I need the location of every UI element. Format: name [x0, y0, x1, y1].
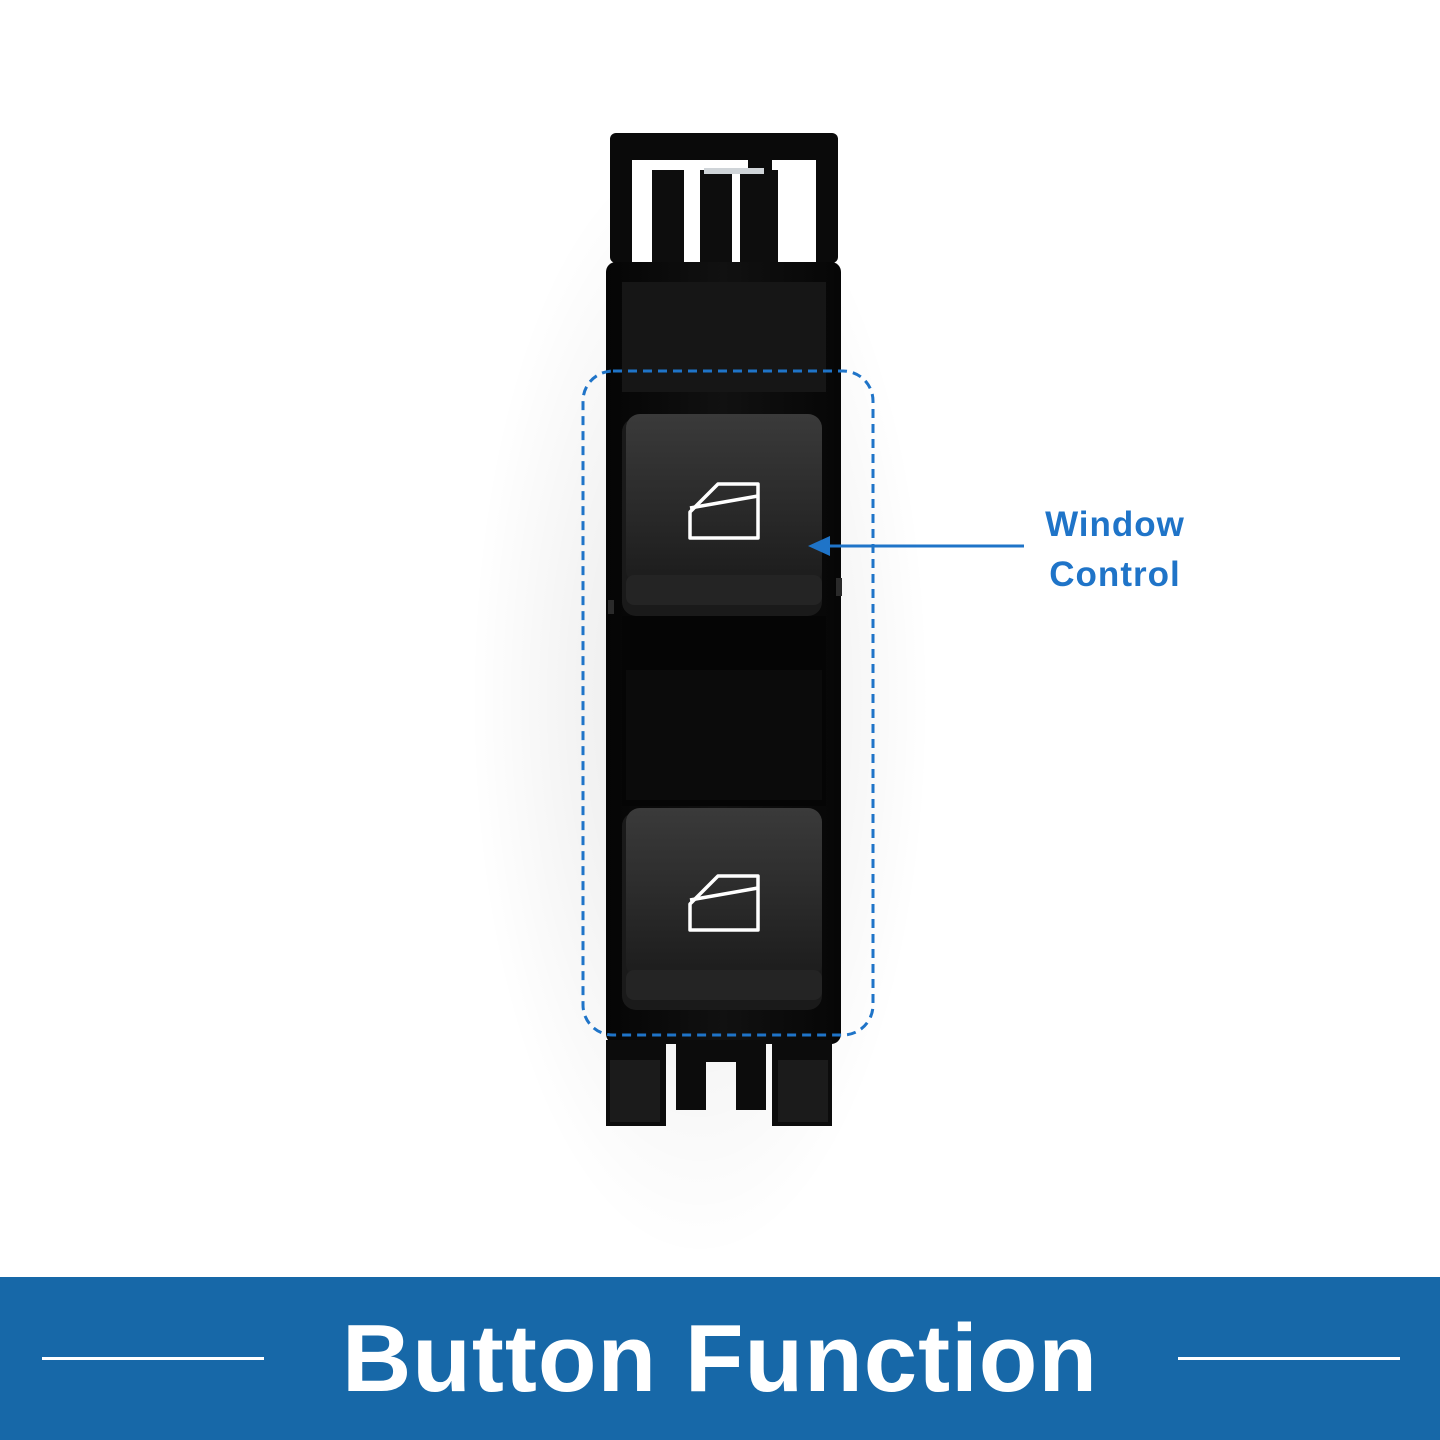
window-door-icon — [688, 482, 760, 540]
bottom-connector — [606, 1040, 832, 1126]
banner-title: Button Function — [341, 1304, 1099, 1412]
housing-top-recess — [622, 282, 826, 392]
banner: Button Function — [0, 1277, 1440, 1440]
callout-dashed-box — [581, 369, 875, 1037]
callout-label: Window Control — [1010, 500, 1220, 600]
housing-middle-recess — [626, 670, 822, 800]
window-door-icon — [688, 874, 760, 932]
banner-rule-right — [1178, 1357, 1400, 1360]
top-clip — [610, 133, 838, 263]
callout-label-line1: Window — [1045, 505, 1185, 544]
lower-window-button[interactable] — [622, 808, 822, 1010]
callout-label-line2: Control — [1049, 555, 1181, 594]
upper-window-button[interactable] — [622, 414, 822, 616]
callout-arrow — [808, 536, 1024, 556]
banner-rule-left — [42, 1357, 264, 1360]
